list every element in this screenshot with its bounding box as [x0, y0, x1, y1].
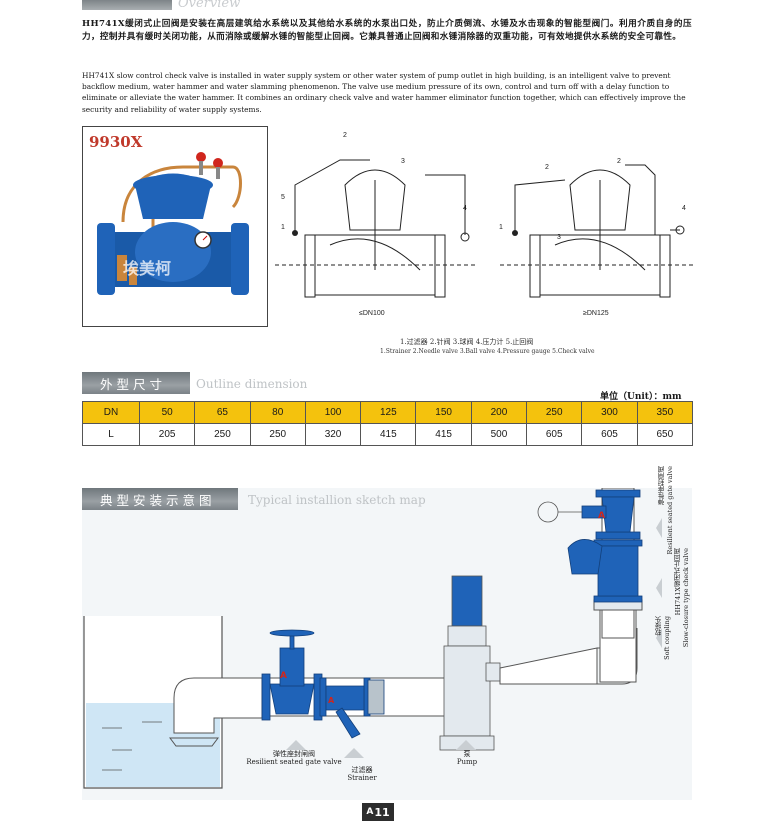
installation-drawing: A A A — [82, 488, 692, 800]
svg-text:A: A — [598, 511, 605, 521]
l-cell: 250 — [194, 423, 251, 446]
install-section-title: 典型安装示意图 — [82, 488, 238, 510]
coupling-label-cn: 软接头 — [655, 616, 663, 636]
overview-section-tab — [82, 0, 172, 10]
top-gate-label: 弹性座封闸阀 — [658, 466, 666, 505]
callout-2a-right: 2 — [545, 164, 549, 171]
gate-valve-label-cn: 弹性座封闸阀 — [273, 750, 315, 758]
dn-cell: 125 — [360, 401, 417, 424]
schematic-diagram: 2 3 4 5 1 2 2 4 1 3 ≤DN100 ≥DN125 — [275, 132, 695, 317]
check-valve-label-cn: HH741X缓闭式止回阀 — [674, 548, 682, 616]
dn-row: DN 50 65 80 100 125 150 200 250 300 350 — [82, 401, 694, 424]
l-row: L 205 250 250 320 415 415 500 605 605 65… — [82, 423, 694, 446]
callout-4-left: 4 — [463, 205, 467, 212]
dn-cell: 100 — [304, 401, 362, 424]
dn-row-label: DN — [82, 401, 140, 424]
check-valve-label-en: Slow-closure type check valve — [682, 548, 690, 648]
outline-section-title-en: Outline dimension — [196, 377, 308, 391]
l-cell: 605 — [526, 423, 583, 446]
logo-letter: A — [366, 807, 374, 817]
overview-text-en: HH741X slow control check valve is insta… — [82, 71, 686, 114]
l-cell: 605 — [581, 423, 638, 446]
overview-title-en: Overview — [178, 0, 241, 11]
l-cell: 320 — [304, 423, 362, 446]
unit-label: 单位（Unit）：mm — [600, 392, 682, 402]
outline-section-title: 外型尺寸 — [82, 372, 190, 394]
callout-4-right: 4 — [682, 205, 686, 212]
coupling-label-en: Soft coupling — [663, 616, 671, 660]
strainer-label: 过滤器 Strainer — [334, 766, 390, 782]
dn-cell: 65 — [194, 401, 251, 424]
l-cell: 415 — [360, 423, 417, 446]
brand-watermark: 埃美柯 — [123, 259, 172, 278]
callout-1-left: 1 — [281, 224, 285, 231]
top-gate-label-en: Resilient seated gate valve — [666, 466, 674, 555]
product-photo: 9930X 埃美柯 — [82, 126, 268, 327]
size-label-left: ≤DN100 — [359, 310, 385, 317]
product-model: 9930X — [89, 133, 143, 151]
parts-caption-cn: 1.过滤器 2.针阀 3.球阀 4.压力计 5.止回阀 — [400, 338, 534, 346]
callout-2b-right: 2 — [617, 158, 621, 165]
dn-cell: 300 — [581, 401, 638, 424]
dn-cell: 150 — [415, 401, 472, 424]
l-cell: 650 — [636, 423, 694, 446]
strainer-label-en: Strainer — [347, 774, 377, 782]
strainer-label-cn: 过滤器 — [351, 766, 373, 774]
page-number: 11 — [374, 805, 390, 819]
dimension-table: DN 50 65 80 100 125 150 200 250 300 350 … — [82, 401, 694, 446]
l-cell: 205 — [138, 423, 196, 446]
valve-illustration — [97, 152, 249, 295]
gate-valve-label-en: Resilient seated gate valve — [246, 758, 342, 766]
dn-cell: 200 — [470, 401, 528, 424]
page-number-badge: A 11 — [362, 803, 394, 821]
l-row-label: L — [82, 423, 140, 446]
l-cell: 500 — [470, 423, 528, 446]
dn-cell: 350 — [636, 401, 694, 424]
dn-cell: 50 — [138, 401, 196, 424]
callout-3-left: 3 — [401, 158, 405, 165]
l-cell: 415 — [415, 423, 472, 446]
installation-sketch: A A A — [82, 466, 692, 800]
pump-label: 泵 Pump — [442, 750, 492, 766]
pump-label-cn: 泵 — [463, 750, 471, 758]
l-cell: 250 — [249, 423, 306, 446]
gate-valve-label: 弹性座封闸阀 Resilient seated gate valve — [244, 750, 344, 766]
install-section-title-en: Typical installion sketch map — [248, 493, 426, 507]
dn-cell: 250 — [526, 401, 583, 424]
svg-text:A: A — [328, 696, 335, 705]
svg-text:A: A — [280, 671, 287, 681]
callout-2-left: 2 — [343, 132, 347, 139]
callout-1-right: 1 — [499, 224, 503, 231]
parts-caption-en: 1.Strainer 2.Needle valve 3.Ball valve 4… — [380, 348, 595, 355]
dn-cell: 80 — [249, 401, 306, 424]
size-label-right: ≥DN125 — [583, 310, 609, 317]
callout-5-left: 5 — [281, 194, 285, 201]
overview-text-cn: HH741X缓闭式止回阀是安装在高层建筑给水系统以及其他给水系统的水泵出口处，防… — [82, 19, 692, 42]
pump-label-en: Pump — [456, 758, 478, 766]
top-gate-label-cn: 弹性座封闸阀 — [658, 466, 666, 505]
callout-3-right: 3 — [557, 234, 561, 241]
